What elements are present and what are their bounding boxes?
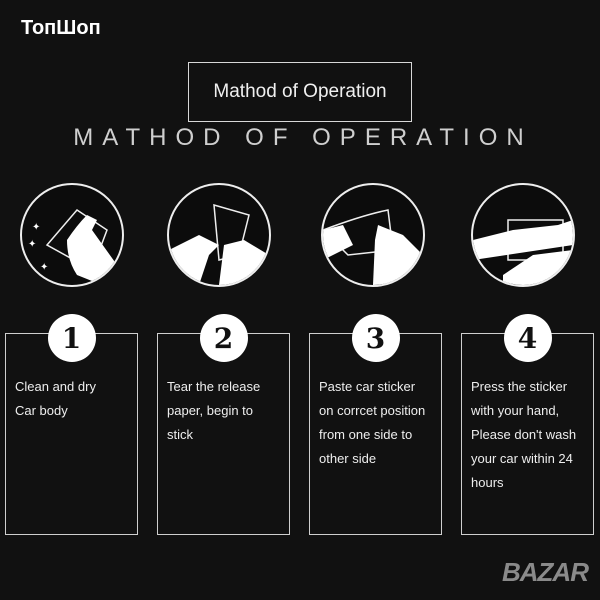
step-text: Tear the release paper, begin to stick (167, 379, 261, 442)
step-card-4: 4 Press the sticker with your hand, Plea… (461, 314, 594, 535)
page-subtitle: MATHOD OF OPERATION (73, 124, 533, 151)
step-text: Press the sticker with your hand, Please… (471, 379, 577, 490)
step-card-1: 1 Clean and dry Car body (5, 314, 138, 535)
press-sticker-icon (471, 183, 575, 287)
step-number: 2 (199, 314, 248, 362)
svg-text:✦: ✦ (28, 239, 36, 250)
step-number: 3 (351, 314, 400, 362)
step-card-2: 2 Tear the release paper, begin to stick (157, 314, 290, 535)
brand-logo: ТопШоп (21, 17, 101, 39)
step-card-3: 3 Paste car sticker on corrcet position … (309, 314, 442, 535)
step-number: 1 (47, 314, 96, 362)
step-number: 4 (503, 314, 552, 362)
page-title: Mathod of Operation (188, 62, 412, 122)
watermark-logo: BAZAR (502, 557, 589, 587)
tear-release-paper-icon (167, 183, 271, 287)
hand-wiping-icon: ✦ ✦ ✦ (20, 183, 124, 287)
svg-text:✦: ✦ (40, 262, 48, 273)
paste-sticker-icon (321, 183, 425, 287)
step-text: Clean and dry Car body (15, 379, 96, 418)
step-text: Paste car sticker on corrcet position fr… (319, 379, 426, 466)
svg-text:✦: ✦ (32, 222, 40, 233)
